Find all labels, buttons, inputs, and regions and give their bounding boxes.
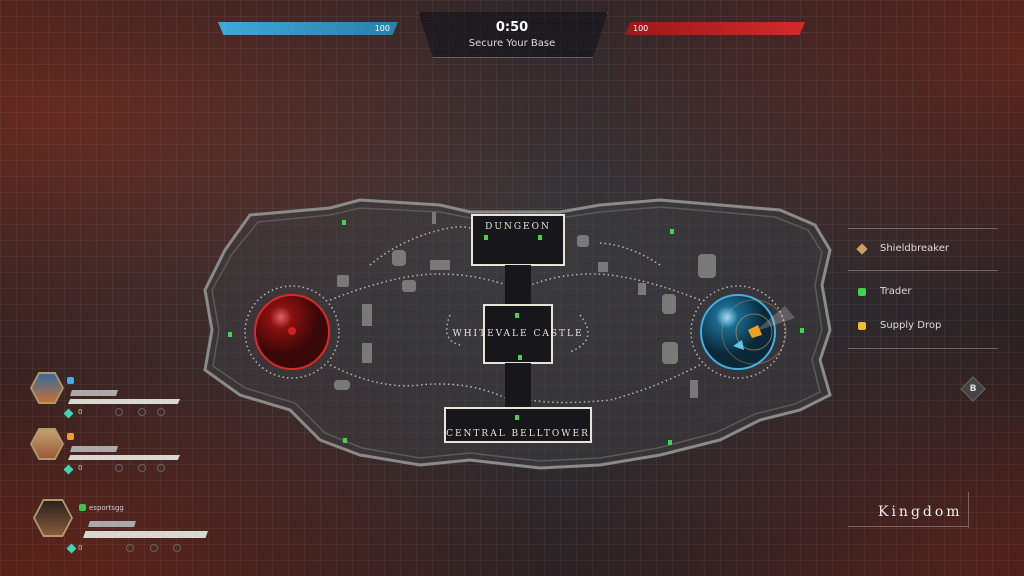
squad-member-1: 0 (30, 372, 210, 422)
objective-panel (418, 12, 608, 58)
shieldbreaker-icon (856, 242, 868, 255)
ability-icon (115, 408, 123, 416)
location-whitevale-castle[interactable]: WHITEVALE CASTLE (452, 329, 583, 339)
armor-bar (70, 390, 118, 396)
blue-base[interactable] (700, 294, 795, 370)
divider (848, 526, 968, 527)
gem-count: 0 (78, 408, 83, 416)
divider (848, 228, 998, 229)
ultimate-icon (138, 464, 146, 472)
ability-icon (115, 464, 123, 472)
red-base[interactable] (254, 294, 330, 370)
shield-icon (67, 433, 74, 440)
legend-label: Shieldbreaker (880, 243, 949, 254)
divider (848, 270, 998, 271)
armor-bar (88, 521, 136, 527)
skull-icon (288, 327, 296, 335)
armor-bar (70, 446, 118, 452)
blue-team-score-bar: 100 (218, 22, 398, 35)
legend-label: Supply Drop (880, 320, 942, 331)
item-icon (157, 408, 165, 416)
legend-supply-drop[interactable]: Supply Drop (858, 320, 941, 331)
item-icon (157, 464, 165, 472)
gem-icon (63, 408, 74, 419)
green-markers (228, 220, 804, 445)
location-central-belltower[interactable]: CENTRAL BELLTOWER (446, 429, 590, 439)
health-bar (83, 531, 208, 538)
player-name: esportsgg (89, 504, 124, 512)
legend-shieldbreaker[interactable]: Shieldbreaker (856, 242, 949, 255)
location-dungeon[interactable]: DUNGEON (485, 222, 551, 232)
top-hud: 100 0:50 Secure Your Base 100 (0, 0, 1024, 60)
teammate-marker-icon (733, 340, 744, 350)
health-bar (68, 399, 180, 404)
gem-count: 0 (78, 464, 83, 472)
item-icon (173, 544, 181, 552)
legend-trader[interactable]: Trader (858, 286, 912, 297)
avatar (30, 428, 64, 460)
region-name: Kingdom (878, 504, 963, 520)
squad-member-self: esportsgg 0 (33, 499, 213, 554)
shield-icon (79, 504, 86, 511)
ultimate-icon (138, 408, 146, 416)
back-button-label: B (969, 384, 977, 394)
map-legend: Shieldbreaker Trader Supply Drop (848, 228, 998, 349)
gem-count: 0 (78, 544, 83, 552)
avatar (30, 372, 64, 404)
ability-icon (126, 544, 134, 552)
red-team-score-bar: 100 (625, 22, 805, 35)
trader-icon (858, 287, 866, 296)
legend-label: Trader (880, 286, 912, 297)
match-timer: 0:50 (495, 20, 529, 35)
divider (968, 492, 969, 528)
gem-icon (63, 464, 74, 475)
supply-drop-icon (858, 321, 866, 330)
ultimate-icon (150, 544, 158, 552)
health-bar (68, 455, 180, 460)
shield-icon (67, 377, 74, 384)
squad-member-2: 0 (30, 428, 210, 478)
objective-text: Secure Your Base (468, 38, 556, 49)
divider (848, 348, 998, 349)
player-marker-icon (748, 325, 762, 338)
avatar (33, 499, 73, 537)
castle-corridors (444, 214, 592, 443)
